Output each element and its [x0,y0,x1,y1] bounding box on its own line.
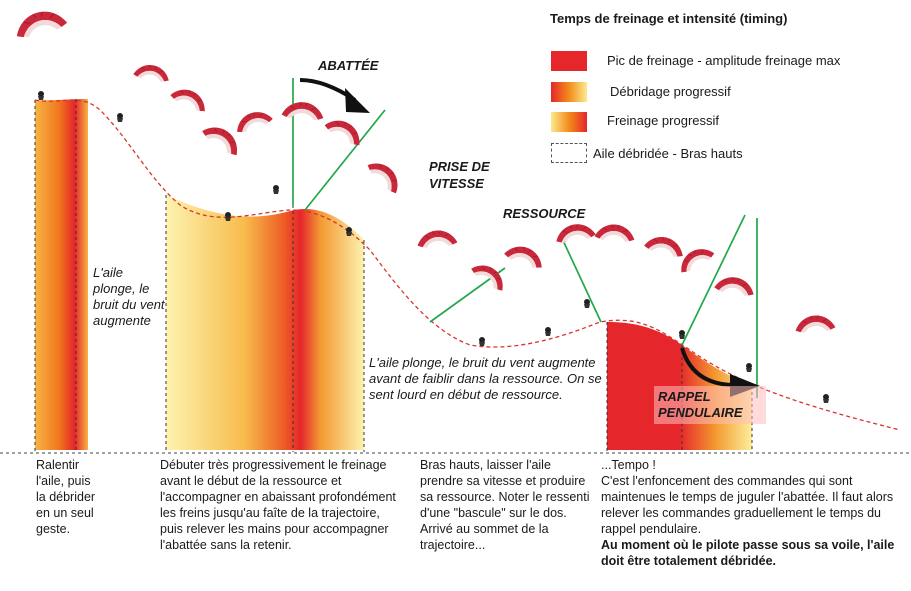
legend-label-peak: Pic de freinage - amplitude freinage max [607,53,841,68]
abattee-arrowhead [345,88,370,113]
legend-label-freinage: Freinage progressif [607,113,719,128]
step-2-text: Débuter très progressivement le freinage… [160,458,396,552]
label-prise-de-vitesse: PRISE DE VITESSE [429,159,490,191]
label-rappel-pendulaire: RAPPEL PENDULAIRE [654,386,766,424]
step-4-conclusion: Au moment où le pilote passe sous sa voi… [601,538,895,568]
label-abattee: ABATTÉE [318,58,379,73]
step-4-text: ...Tempo ! C'est l'enfoncement des comma… [601,457,906,569]
brake-bar-1 [35,99,88,450]
legend-swatch-debridee [551,143,587,163]
note-plonge-long: L'aile plonge, le bruit du vent augmente… [369,355,602,402]
note-plonge-short: L'aile plonge, le bruit du vent augmente [93,265,165,328]
legend-title: Temps de freinage et intensité (timing) [550,11,788,26]
time-markers [34,99,753,452]
label-ressource: RESSOURCE [503,206,586,221]
step-1-text: Ralentir l'aile, puis la débrider en un … [36,458,96,536]
pitch-lines [292,78,758,398]
step-4-intro: ...Tempo ! [601,458,656,472]
legend-swatch-freinage [551,112,587,132]
brake-bar-2 [166,195,364,450]
legend-swatch-debridage [551,82,587,102]
step-4-body: C'est l'enfoncement des commandes qui so… [601,474,894,536]
step-3-text: Bras hauts, laisser l'aile prendre sa vi… [420,458,590,552]
legend-label-debridee: Aile débridée - Bras hauts [593,146,743,161]
rappel-arrow [680,347,736,387]
legend-swatch-peak [551,51,587,71]
legend-label-debridage: Débridage progressif [610,84,731,99]
